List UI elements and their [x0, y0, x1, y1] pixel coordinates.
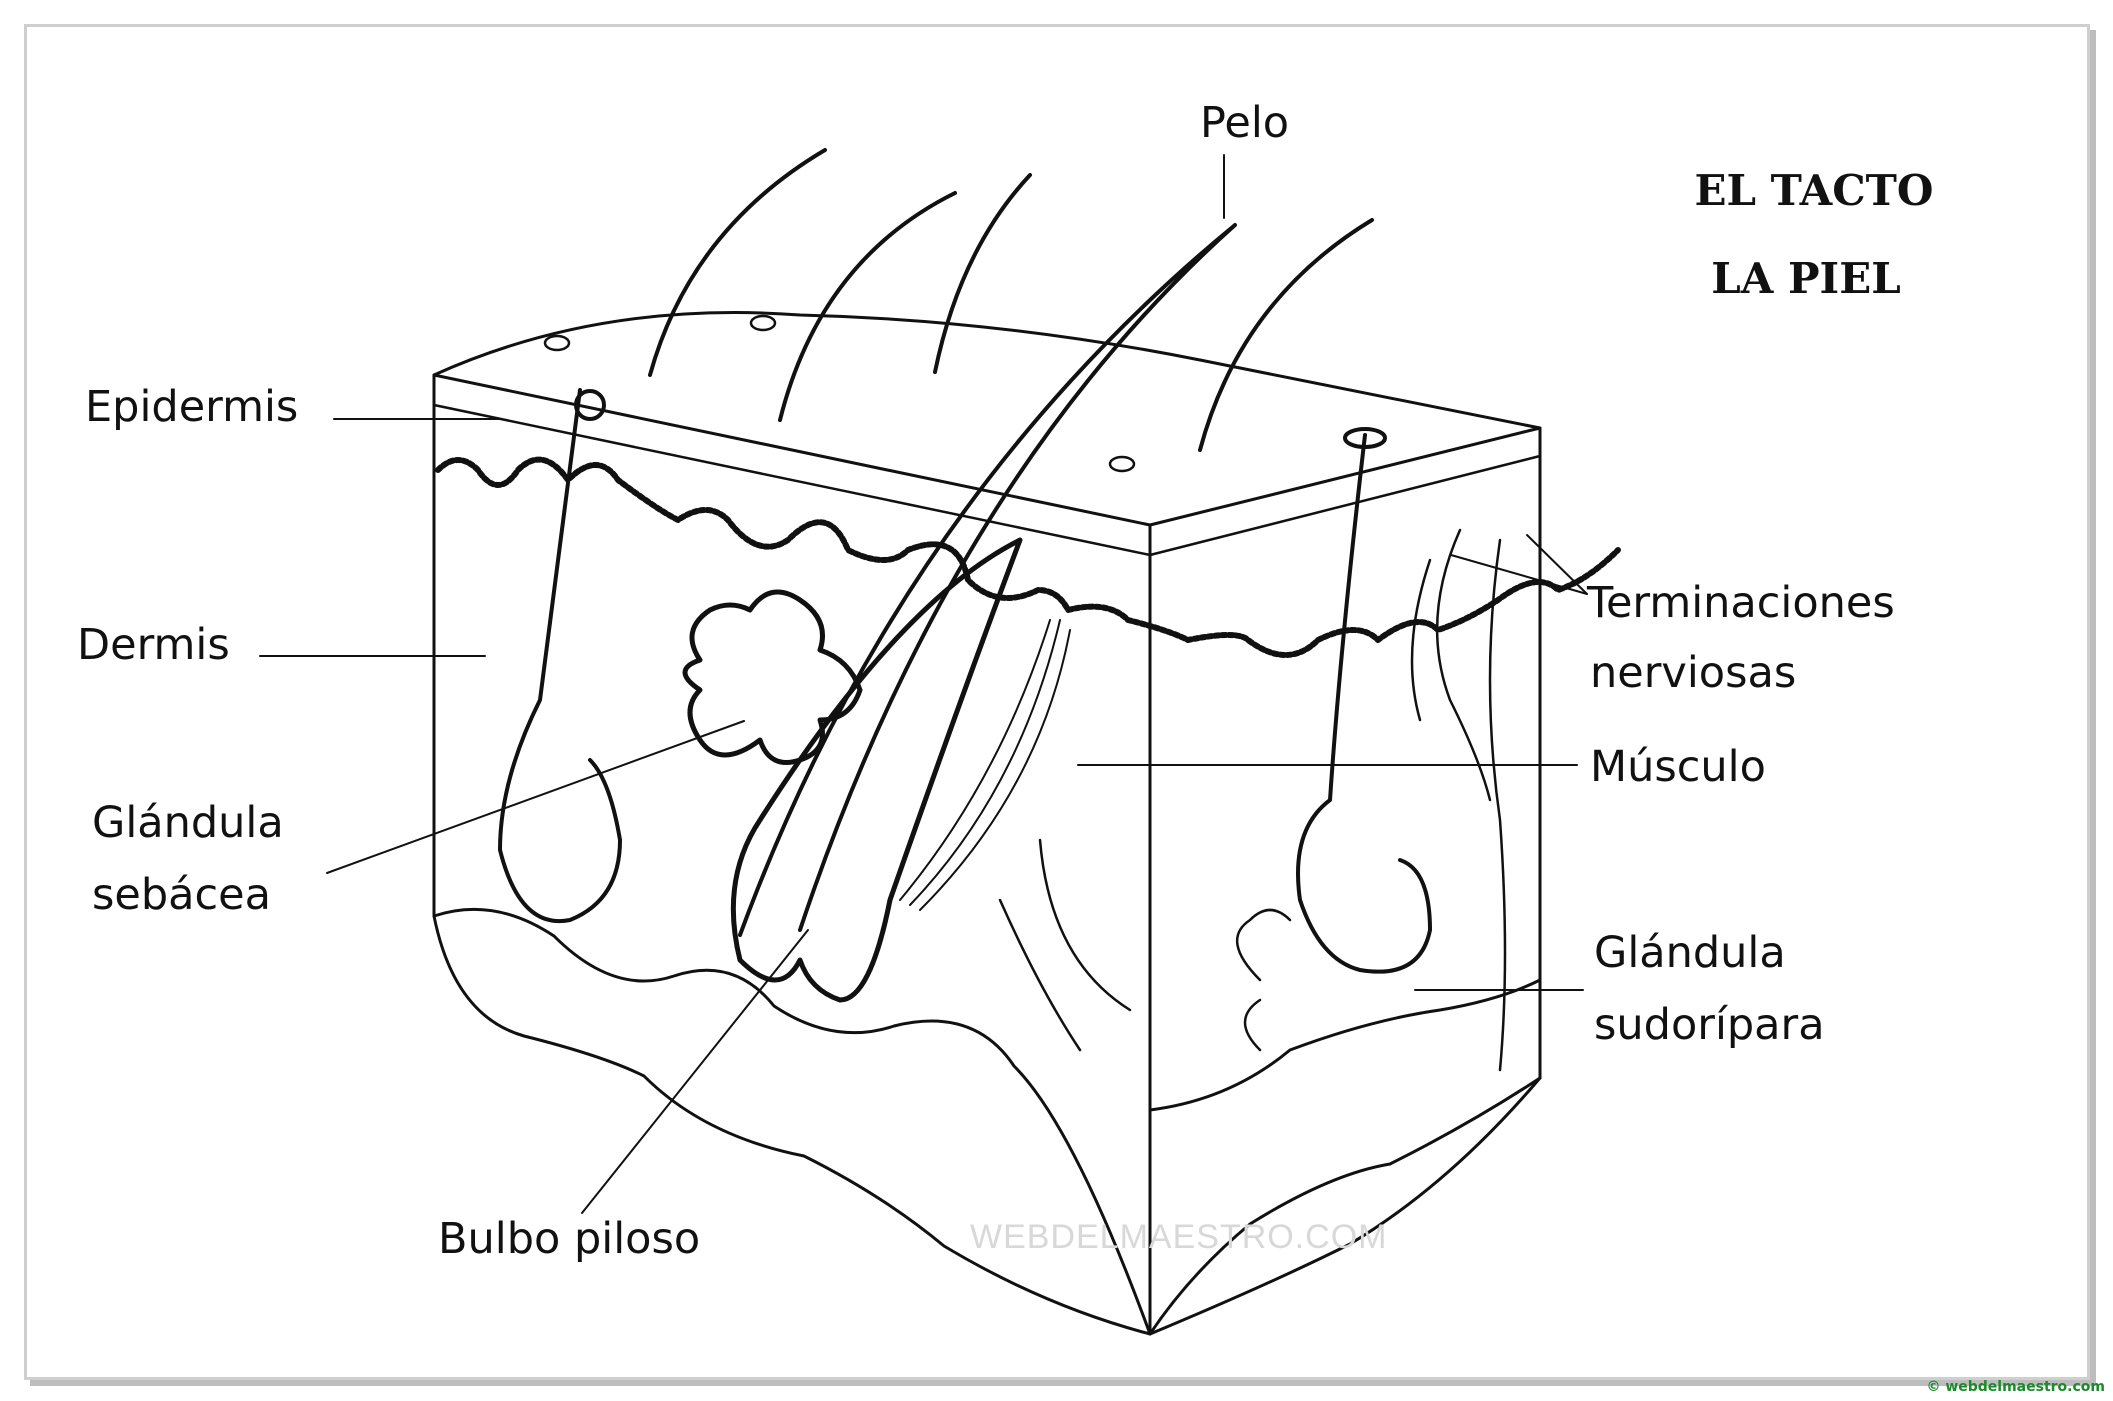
skin-block	[432, 311, 1621, 1336]
label-glandula-sudoripara-2: sudorípara	[1594, 1000, 1825, 1050]
sweat-glands	[498, 388, 1432, 974]
label-terminaciones-1: Terminaciones	[1587, 578, 1895, 628]
label-pelo: Pelo	[1200, 98, 1290, 148]
arrector-muscle	[899, 619, 1071, 911]
page-frame	[24, 24, 2090, 1380]
leader-lines	[259, 154, 1588, 1214]
nerve-endings	[998, 528, 1507, 1072]
label-glandula-sudoripara-1: Glándula	[1594, 928, 1786, 978]
label-musculo: Músculo	[1590, 742, 1766, 792]
copyright-link[interactable]: © webdelmaestro.com	[1926, 1379, 2105, 1395]
hair-follicle	[730, 537, 1023, 1003]
label-epidermis: Epidermis	[85, 382, 299, 432]
label-dermis: Dermis	[77, 620, 230, 670]
label-bulbo-piloso: Bulbo piloso	[438, 1214, 701, 1264]
hairs	[648, 148, 1374, 937]
label-glandula-sebacea-1: Glándula	[92, 798, 284, 848]
title-line2: LA PIEL	[1711, 254, 1901, 303]
watermark: WEBDELMAESTRO.COM	[970, 1218, 1388, 1256]
label-terminaciones-2: nerviosas	[1590, 648, 1797, 698]
label-glandula-sebacea-2: sebácea	[92, 870, 271, 920]
title-line1: EL TACTO	[1694, 166, 1934, 215]
sebaceous-gland	[682, 589, 863, 765]
pores	[543, 314, 1136, 473]
